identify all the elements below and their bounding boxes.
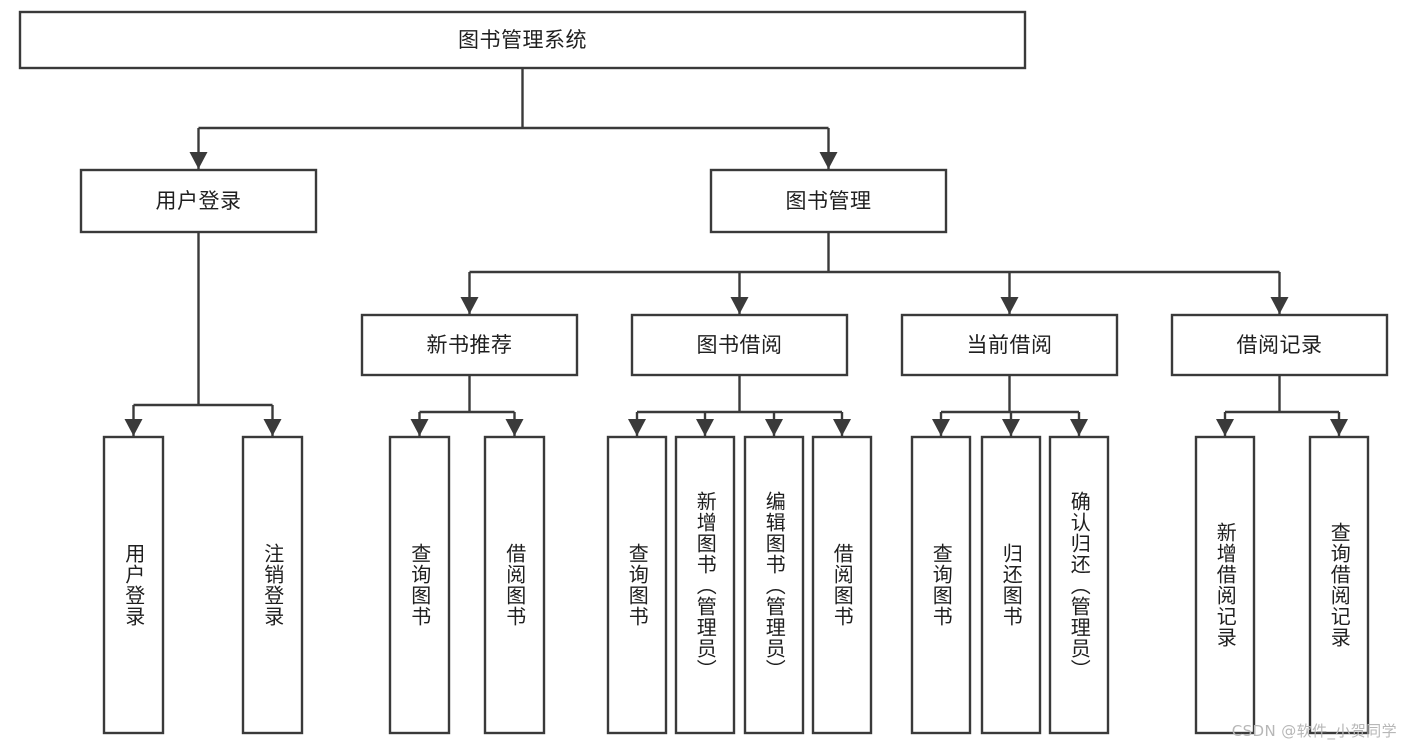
node-box-leaf-query-book-current — [910, 435, 972, 735]
node-box-leaf-logout — [241, 435, 304, 735]
node-box-leaf-return-book — [980, 435, 1042, 735]
arrow-head-leaf-borrow-book — [833, 419, 851, 436]
node-box-leaf-borrow-book — [811, 435, 873, 735]
node-box-borrow-record — [1170, 313, 1389, 377]
node-box-leaf-query-book-borrow — [606, 435, 668, 735]
arrow-head-borrow-record — [1270, 297, 1289, 314]
arrow-head-leaf-query-book-current — [932, 419, 950, 436]
node-box-current-borrow — [900, 313, 1119, 377]
node-box-leaf-borrow-book-recommend — [483, 435, 546, 735]
node-box-leaf-confirm-return-admin — [1048, 435, 1110, 735]
node-box-new-book-recommend — [360, 313, 579, 377]
arrow-head-leaf-query-book-borrow — [628, 419, 646, 436]
arrow-head-current-borrow — [1000, 297, 1019, 314]
node-box-leaf-edit-book-admin — [743, 435, 805, 735]
node-box-user-login — [79, 168, 318, 234]
arrow-head-leaf-add-borrow-record — [1216, 419, 1234, 436]
node-box-leaf-query-book-recommend — [388, 435, 451, 735]
node-box-leaf-query-borrow-record — [1308, 435, 1370, 735]
arrow-head-leaf-query-borrow-record — [1330, 419, 1348, 436]
arrow-head-leaf-user-login — [124, 419, 143, 436]
node-box-leaf-user-login — [102, 435, 165, 735]
arrow-head-book-borrow — [730, 297, 749, 314]
node-boxes-layer — [18, 10, 1389, 735]
arrow-head-leaf-add-book-admin — [696, 419, 714, 436]
node-box-book-borrow — [630, 313, 849, 377]
node-box-leaf-add-borrow-record — [1194, 435, 1256, 735]
arrow-head-leaf-query-book-recommend — [410, 419, 429, 436]
arrow-head-new-book-recommend — [460, 297, 479, 314]
arrow-head-leaf-edit-book-admin — [765, 419, 783, 436]
connector-edges-layer — [124, 68, 1348, 436]
arrow-head-leaf-return-book — [1002, 419, 1020, 436]
arrow-head-leaf-logout — [263, 419, 282, 436]
arrow-head-leaf-confirm-return-admin — [1070, 419, 1088, 436]
arrow-head-leaf-borrow-book-recommend — [505, 419, 524, 436]
arrow-head-book-management — [819, 152, 838, 169]
node-box-book-management — [709, 168, 948, 234]
node-box-leaf-add-book-admin — [674, 435, 736, 735]
arrow-head-user-login — [189, 152, 208, 169]
node-box-root — [18, 10, 1027, 70]
